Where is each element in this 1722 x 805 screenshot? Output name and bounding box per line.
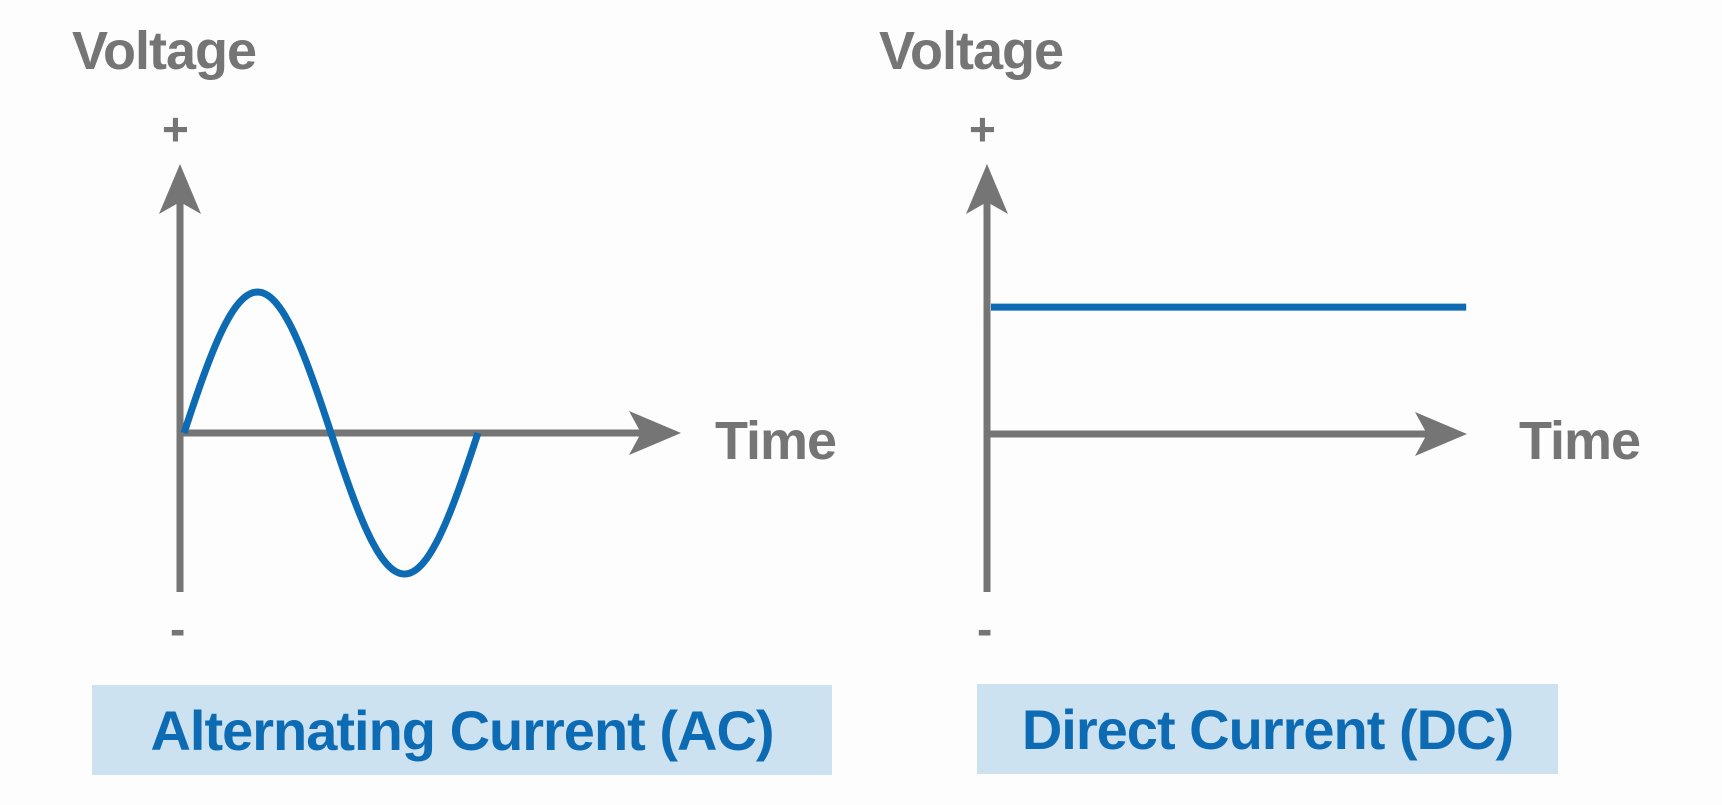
dc-panel: Voltage + - Time Direct Current (DC) [861, 0, 1722, 805]
ac-sine-wave [180, 288, 482, 578]
dc-negative-sign: - [977, 603, 993, 655]
dc-plot [966, 164, 1467, 592]
ac-panel: Voltage + - Time Alternating Current (AC… [72, 21, 837, 775]
dc-caption: Direct Current (DC) [1021, 697, 1514, 761]
dc-axes [966, 164, 1467, 592]
ac-y-axis-arrowhead [159, 164, 201, 214]
dc-x-axis-title: Time [1519, 411, 1641, 471]
ac-y-axis-title: Voltage [72, 21, 257, 81]
ac-caption: Alternating Current (AC) [150, 698, 774, 762]
ac-negative-sign: - [170, 603, 186, 655]
dc-x-axis-arrowhead [1415, 412, 1467, 456]
ac-axes [159, 164, 681, 592]
ac-x-axis-arrowhead [629, 411, 681, 455]
ac-positive-sign: + [162, 103, 189, 155]
ac-plot [159, 164, 681, 592]
dc-y-axis-title: Voltage [879, 21, 1064, 81]
dc-y-axis-arrowhead [966, 164, 1008, 214]
ac-caption-box: Alternating Current (AC) [92, 685, 832, 775]
dc-positive-sign: + [969, 103, 996, 155]
dc-caption-box: Direct Current (DC) [977, 684, 1558, 774]
ac-x-axis-title: Time [715, 411, 837, 471]
